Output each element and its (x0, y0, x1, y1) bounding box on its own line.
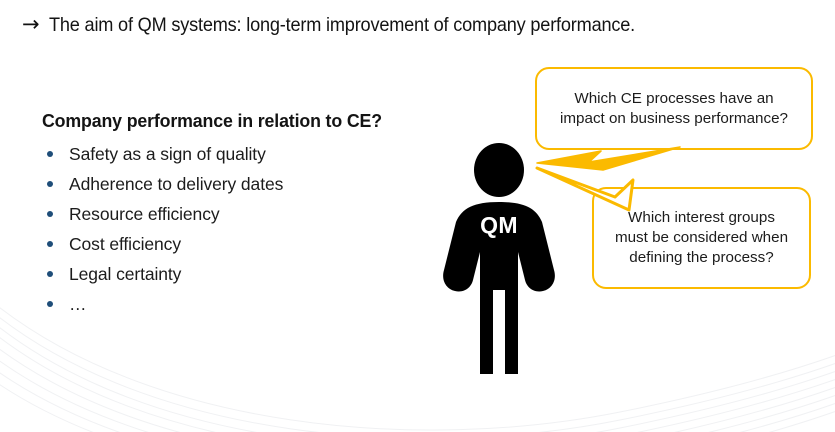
content-heading: Company performance in relation to CE? (42, 110, 382, 131)
callout-line: defining the process? (629, 249, 774, 266)
bullet-list: Safety as a sign of quality Adherence to… (42, 139, 462, 319)
content-block: Company performance in relation to CE? S… (42, 110, 462, 319)
bullet-dot-icon (47, 301, 53, 307)
callout-bubble-interest-groups: Which interest groups must be considered… (592, 187, 811, 289)
list-item: Adherence to delivery dates (42, 169, 462, 199)
list-item-label: Legal certainty (69, 264, 182, 284)
arrow-right-icon: → (22, 12, 40, 36)
headline-text: The aim of QM systems: long-term improve… (48, 14, 635, 36)
bullet-dot-icon (47, 151, 53, 157)
qm-person-figure: QM (440, 142, 590, 407)
callout-line: Which CE processes have an (574, 89, 774, 107)
bullet-dot-icon (47, 241, 53, 247)
bullet-dot-icon (47, 271, 53, 277)
list-item: Resource efficiency (42, 199, 462, 229)
list-item-label: … (69, 294, 87, 314)
callout-bubble-ce-processes: Which CE processes have an impact on bus… (535, 67, 813, 150)
list-item-label: Cost efficiency (69, 234, 181, 254)
list-item-label: Adherence to delivery dates (69, 174, 284, 194)
list-item-label: Resource efficiency (69, 204, 220, 224)
slide-headline: → The aim of QM systems: long-term impro… (22, 14, 679, 37)
bullet-dot-icon (47, 181, 53, 187)
bullet-dot-icon (47, 211, 53, 217)
list-item: Legal certainty (42, 259, 462, 289)
list-item: Cost efficiency (42, 229, 462, 259)
callout-line: impact on business performance? (560, 109, 788, 127)
list-item: … (42, 289, 462, 319)
callout-line: Which interest groups (628, 209, 775, 226)
list-item: Safety as a sign of quality (42, 139, 462, 169)
list-item-label: Safety as a sign of quality (69, 144, 266, 164)
callout-line: must be considered when (614, 229, 789, 246)
person-icon (443, 143, 555, 374)
